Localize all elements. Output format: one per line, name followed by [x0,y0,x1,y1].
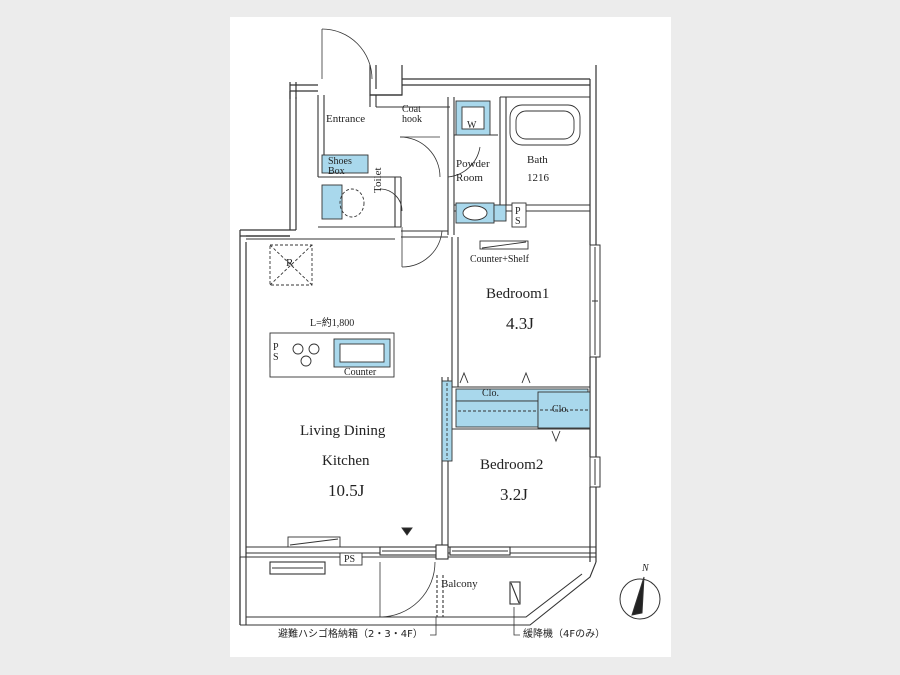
doors [321,28,481,618]
toilet-label: Toilet [372,167,384,193]
coat-hook-label: Coat hook [402,104,422,125]
descender-note: 緩降機（4Fのみ） [523,629,606,640]
counter-shelf-label: Counter+Shelf [470,254,529,265]
floor-plan-sheet: Entrance Coat hook Shoes Box Toilet Powd… [230,17,671,657]
refrigerator-label: R [286,257,294,269]
balcony-label: Balcony [441,578,478,590]
fixtures [269,100,591,566]
bedroom1-area-label: 4.3J [506,314,534,333]
washer-label: W [467,120,477,131]
ldk-area-label: 10.5J [328,481,365,500]
escape-ladder-note: 避難ハシゴ格納箱（2・3・4F） [278,629,423,640]
ps-lower-label: PS [344,554,356,565]
interior-walls [246,95,596,554]
counter-label: Counter [344,367,377,378]
ps-kitchen-label: PS [273,342,279,363]
floor-plan [239,28,661,636]
shoes-box-label: Shoes Box [328,156,352,177]
bedroom1-label: Bedroom1 [486,286,550,302]
closet1-label: Clo. [482,388,499,399]
ldk-label-line1: Living Dining [300,423,386,439]
note-leaders [430,607,520,636]
compass-rose [619,576,661,620]
bedroom2-label: Bedroom2 [480,457,544,473]
powder-room-label: Powder Room [456,158,490,185]
exterior-walls [239,65,597,625]
window-bedroom2 [589,456,601,488]
closet2-label: Clo. [552,404,569,415]
entrance-label: Entrance [326,113,366,125]
compass-north-label: N [642,563,649,574]
kitchen-length-label: L=約1,800 [310,318,355,329]
balcony-outline [239,544,597,626]
bath-size-label: 1216 [527,172,549,184]
window-bedroom1 [589,244,601,358]
bedroom2-area-label: 3.2J [500,485,528,504]
ps-upper-label: PS [515,206,521,227]
ldk-label-line2: Kitchen [322,453,370,469]
bath-label: Bath [527,154,548,166]
